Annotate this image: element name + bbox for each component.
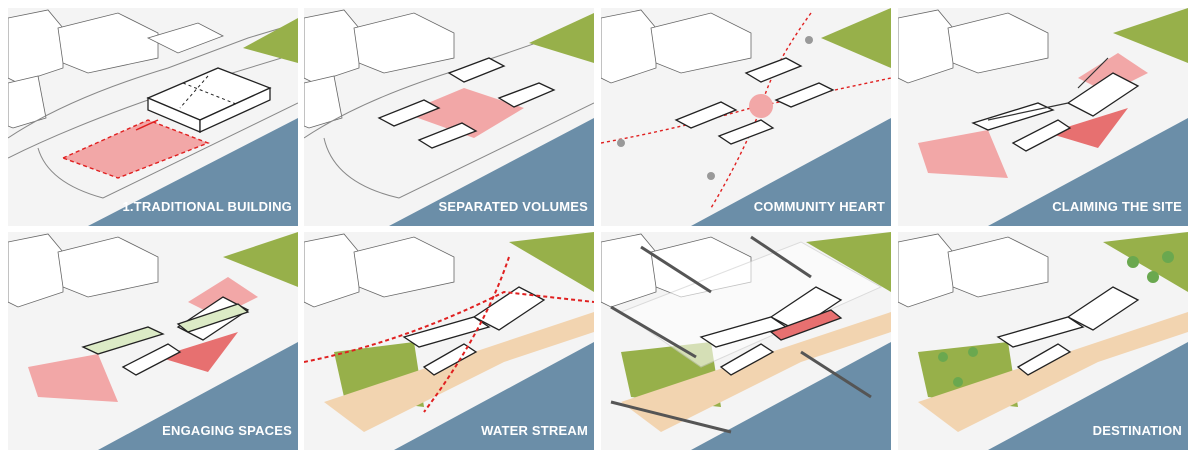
diagram-wind-flow <box>601 232 891 450</box>
panel-traditional-building: 1.TRADITIONAL BUILDING <box>8 8 298 226</box>
caption-traditional-building: 1.TRADITIONAL BUILDING <box>122 199 292 214</box>
caption-engaging-spaces: ENGAGING SPACES <box>162 423 292 438</box>
panel-separated-volumes: SEPARATED VOLUMES <box>304 8 594 226</box>
panel-destination: DESTINATION <box>898 232 1188 450</box>
green-park-area <box>243 18 298 63</box>
diagram-separated-volumes <box>304 8 594 226</box>
caption-destination: DESTINATION <box>1092 423 1182 438</box>
pink-zone <box>61 119 210 179</box>
diagram-engaging-spaces <box>8 232 298 450</box>
panel-engaging-spaces: ENGAGING SPACES <box>8 232 298 450</box>
diagram-destination <box>898 232 1188 450</box>
panel-claiming-the-site: CLAIMING THE SITE <box>898 8 1188 226</box>
caption-community-heart: COMMUNITY HEART <box>753 199 885 214</box>
diagram-claiming-the-site <box>898 8 1188 226</box>
diagram-community-heart <box>601 8 891 226</box>
panel-wind-flow <box>601 232 891 450</box>
water-area <box>88 118 298 226</box>
caption-claiming-the-site: CLAIMING THE SITE <box>1052 199 1182 214</box>
panel-community-heart: COMMUNITY HEART <box>601 8 891 226</box>
diagram-water-stream <box>304 232 594 450</box>
caption-separated-volumes: SEPARATED VOLUMES <box>438 199 588 214</box>
diagram-traditional-building <box>8 8 298 226</box>
caption-water-stream: WATER STREAM <box>481 423 588 438</box>
panel-water-stream: WATER STREAM <box>304 232 594 450</box>
